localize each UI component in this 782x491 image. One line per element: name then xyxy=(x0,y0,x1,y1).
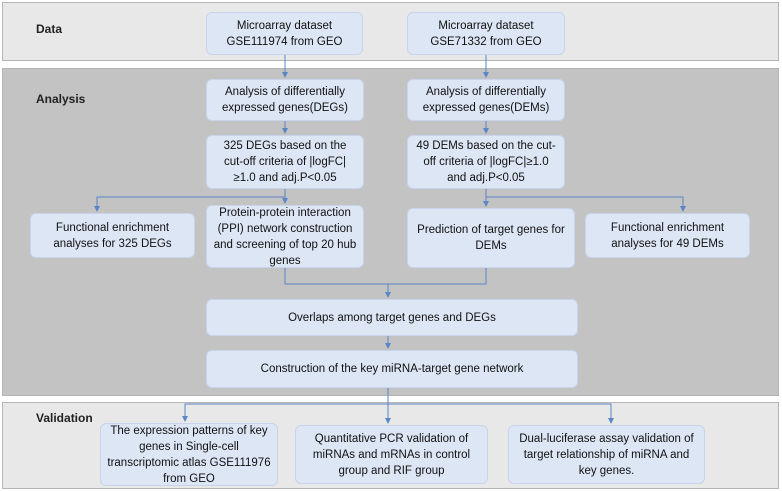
ppi-network-box: Protein-protein interaction (PPI) networ… xyxy=(206,205,364,268)
functional-enrichment-49-box: Functional enrichment analyses for 49 DE… xyxy=(585,213,750,258)
target-prediction-box: Prediction of target genes for DEMs xyxy=(407,208,575,268)
functional-enrichment-325-box: Functional enrichment analyses for 325 D… xyxy=(30,213,195,258)
qpcr-validation-box: Quantitative PCR validation of miRNAs an… xyxy=(295,425,488,484)
arrow-network-to-luciferase xyxy=(388,403,614,424)
luciferase-validation-box: Dual-luciferase assay validation of targ… xyxy=(508,425,705,484)
single-cell-validation-box: The expression patterns of key genes in … xyxy=(100,423,278,486)
merge-line-ppi-target xyxy=(284,268,487,285)
degs-analysis-box: Analysis of differentially expressed gen… xyxy=(206,79,364,121)
validation-section-label: Validation xyxy=(36,411,93,425)
dems-49-box: 49 DEMs based on the cut-off criteria of… xyxy=(407,135,565,189)
data-section xyxy=(2,2,779,61)
dems-analysis-box: Analysis of differentially expressed gen… xyxy=(407,79,565,121)
analysis-section-label: Analysis xyxy=(36,92,86,106)
dataset-gse71332-box: Microarray dataset GSE71332 from GEO xyxy=(407,12,565,55)
data-section-label: Data xyxy=(36,22,63,36)
degs-325-box: 325 DEGs based on the cut-off criteria o… xyxy=(206,135,364,189)
arrow-network-to-single-cell xyxy=(182,403,388,422)
network-construction-box: Construction of the key miRNA-target gen… xyxy=(206,350,578,388)
dataset-gse111974-box: Microarray dataset GSE111974 from GEO xyxy=(206,12,363,55)
overlaps-box: Overlaps among target genes and DEGs xyxy=(206,299,578,336)
